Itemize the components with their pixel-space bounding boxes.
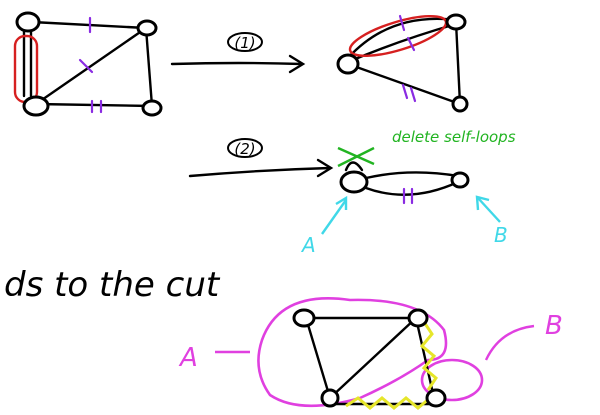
node (451, 95, 469, 113)
pointer-arrow-b-head (475, 195, 490, 211)
node (407, 308, 429, 328)
graph-after-contraction (336, 13, 469, 113)
graph-two-nodes: delete self-loops A B (300, 128, 516, 257)
edge-weight-tick (401, 83, 409, 100)
pointer-arrow-b (477, 197, 501, 223)
step-1-circle (227, 32, 263, 52)
node (336, 53, 360, 75)
cut-squiggle (345, 396, 431, 410)
set-b-region (420, 358, 484, 402)
arrow-shaft (188, 166, 332, 178)
arrow-shaft (170, 61, 304, 66)
edge-weight-tick (78, 58, 94, 74)
label-a-magenta: A (178, 343, 198, 373)
node-b (450, 171, 470, 189)
edge-weight-tick (406, 36, 416, 52)
node (320, 388, 340, 408)
edge-bottom (346, 62, 462, 106)
edge-weight-tick (409, 86, 417, 103)
node (15, 11, 41, 33)
arrow-head (316, 158, 334, 178)
arrow-head (288, 54, 306, 74)
edge-right (454, 20, 462, 106)
edge-left (304, 316, 332, 400)
pointer-arrow-a (321, 199, 347, 235)
self-loop-deleted (344, 161, 364, 172)
node (445, 13, 467, 31)
step-1-label: (1) (234, 34, 255, 52)
self-loop-highlight (348, 14, 448, 58)
node (136, 19, 158, 37)
delete-self-loops-note: delete self-loops (392, 128, 516, 146)
label-b-cyan: B (494, 223, 508, 247)
node (425, 388, 447, 408)
edge-diagonal (34, 26, 148, 106)
step-2-arrow: (2) (188, 138, 334, 178)
node (22, 95, 50, 117)
graph-original (13, 11, 163, 117)
cut-caption: ds to the cut (4, 265, 221, 305)
edge-weight-tick (398, 14, 406, 32)
cut-squiggle (419, 321, 438, 391)
step-2-circle (227, 138, 263, 158)
node (292, 308, 316, 328)
pointer-arrow-a-head (335, 195, 348, 210)
edge-upper (364, 171, 460, 180)
contract-edge-highlight (13, 34, 39, 104)
edge-right (144, 26, 154, 108)
label-b-connector (484, 324, 535, 361)
node (141, 99, 163, 117)
edge-bottom (34, 102, 154, 108)
edge-multi-a (346, 17, 458, 60)
step-2-label: (2) (234, 140, 255, 158)
node-a (339, 170, 369, 194)
edge-diagonal (328, 316, 418, 400)
label-a-cyan: A (300, 233, 316, 257)
label-b-magenta: B (545, 311, 563, 341)
step-1-arrow: (1) (170, 32, 306, 74)
cross-out-stroke (337, 146, 375, 168)
graph-cut: A B (178, 297, 563, 410)
